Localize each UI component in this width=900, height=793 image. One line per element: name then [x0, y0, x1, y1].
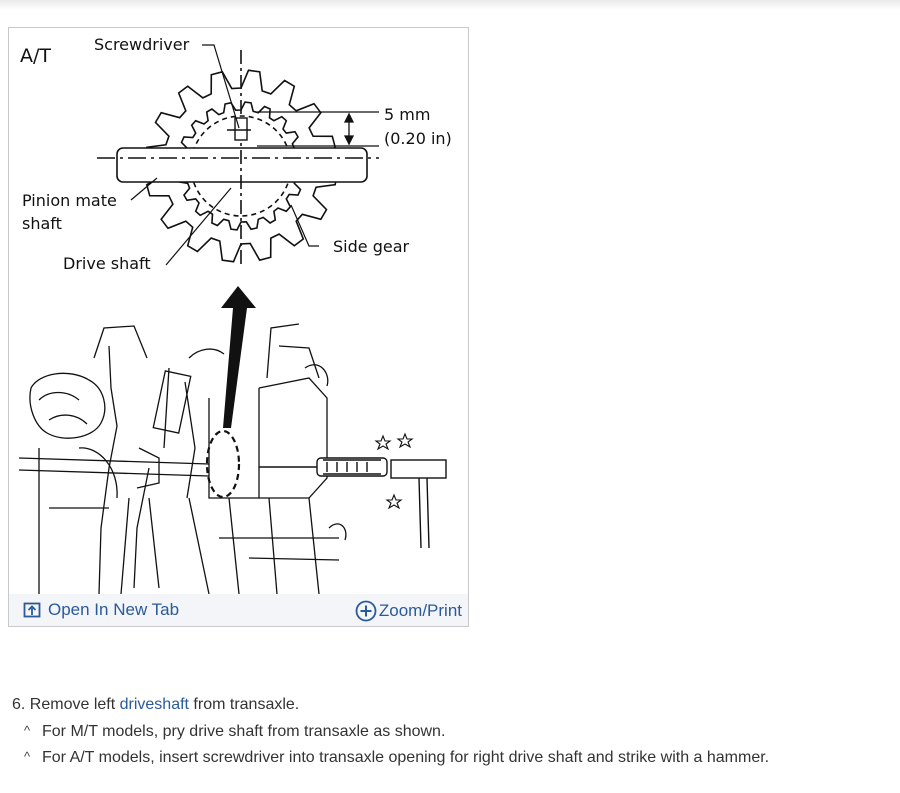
sub-step-at: ^ For A/T models, insert screwdriver into…	[12, 746, 892, 769]
mode-label: A/T	[20, 45, 51, 67]
open-in-new-tab-link[interactable]: Open In New Tab	[23, 600, 179, 620]
dimension-marker	[257, 111, 379, 147]
step-prefix: 6. Remove left	[12, 696, 120, 713]
drive-shaft-label: Drive shaft	[63, 254, 151, 273]
figure-footer: Open In New Tab Zoom/Print	[9, 594, 468, 626]
step-suffix: from transaxle.	[188, 696, 300, 713]
screwdriver-label: Screwdriver	[94, 35, 190, 54]
hammer-icon	[390, 459, 447, 549]
caret-icon: ^	[24, 723, 31, 738]
top-divider	[0, 0, 900, 10]
figure-illustration[interactable]: A/T	[9, 28, 468, 594]
open-in-new-tab-label: Open In New Tab	[48, 600, 180, 619]
impact-stars-icon	[374, 432, 414, 510]
sub-step-mt: ^ For M/T models, pry drive shaft from tr…	[12, 720, 892, 743]
dimension-in-label: (0.20 in)	[384, 129, 452, 148]
zoom-print-link[interactable]: Zoom/Print	[355, 600, 462, 622]
figure-card: A/T	[8, 27, 469, 627]
screwdriver-drawing	[227, 117, 251, 141]
up-arrow-icon	[221, 286, 256, 428]
caret-icon: ^	[24, 749, 31, 764]
pinion-shaft-drawing	[97, 50, 379, 268]
leader-lines	[130, 44, 319, 266]
dimension-mm-label: 5 mm	[384, 105, 430, 124]
driveshaft-link[interactable]: driveshaft	[119, 696, 189, 713]
technical-drawing: A/T	[18, 35, 452, 594]
highlight-circle	[205, 429, 241, 499]
lower-screwdriver-drawing	[259, 457, 388, 477]
step-6: 6. Remove left driveshaft from transaxle…	[12, 694, 892, 716]
instructions: 6. Remove left driveshaft from transaxle…	[12, 694, 892, 772]
zoom-print-label: Zoom/Print	[378, 601, 462, 620]
pinion-mate-label-line1: Pinion mate	[22, 191, 117, 210]
sub-step-text: For M/T models, pry drive shaft from tra…	[42, 723, 446, 740]
side-gear-label: Side gear	[333, 237, 409, 256]
pinion-mate-label-line2: shaft	[22, 214, 62, 233]
plus-circle-icon	[355, 600, 377, 622]
sub-step-text: For A/T models, insert screwdriver into …	[42, 749, 770, 766]
open-new-tab-icon	[23, 601, 41, 619]
transaxle-drawing	[18, 323, 347, 594]
